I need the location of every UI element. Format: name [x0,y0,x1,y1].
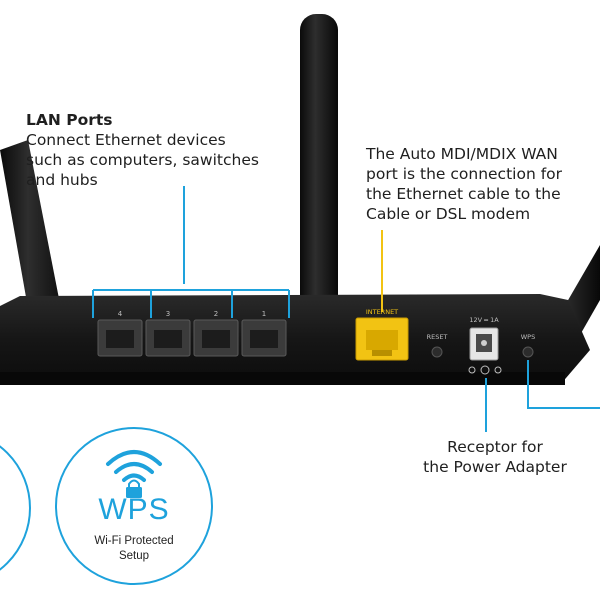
lan-ports: 4 3 2 1 [97,310,287,357]
port-number-3: 3 [166,310,170,318]
lan-ports-title: LAN Ports [26,111,113,129]
port-number-2: 2 [214,310,218,318]
polarity-symbol [468,365,502,375]
wps-connector-line [527,360,600,409]
port-number-4: 4 [118,310,123,318]
antenna-center [300,14,338,384]
power-rating-label: 12V ═ 1A [469,316,499,324]
wan-port[interactable] [355,317,409,361]
lock-icon [126,479,142,498]
lan-ports-callout: LAN Ports Connect Ethernet devices such … [26,110,286,190]
wan-port-callout: The Auto MDI/MDIX WAN port is the connec… [366,144,596,224]
wifi-icon [106,450,162,482]
port-number-1: 1 [262,310,266,318]
lan-bracket [92,186,290,318]
power-adapter-description: Receptor for the Power Adapter [423,438,567,476]
wps-button[interactable] [522,346,534,358]
power-adapter-callout: Receptor for the Power Adapter [410,437,580,477]
reset-label: RESET [427,333,448,341]
router-body [0,294,590,385]
wps-label: WPS [521,333,535,341]
router-base [0,372,565,385]
power-jack[interactable] [469,327,499,361]
wps-badge [55,427,213,585]
wps-badge-title: WPS [98,493,170,526]
left-badge-partial [0,445,31,571]
wan-port-description: The Auto MDI/MDIX WAN port is the connec… [366,145,563,223]
wps-badge-subtitle: Wi-Fi Protected Setup [94,535,174,562]
reset-button[interactable] [431,346,443,358]
lan-ports-description: Connect Ethernet devices such as compute… [26,131,259,189]
